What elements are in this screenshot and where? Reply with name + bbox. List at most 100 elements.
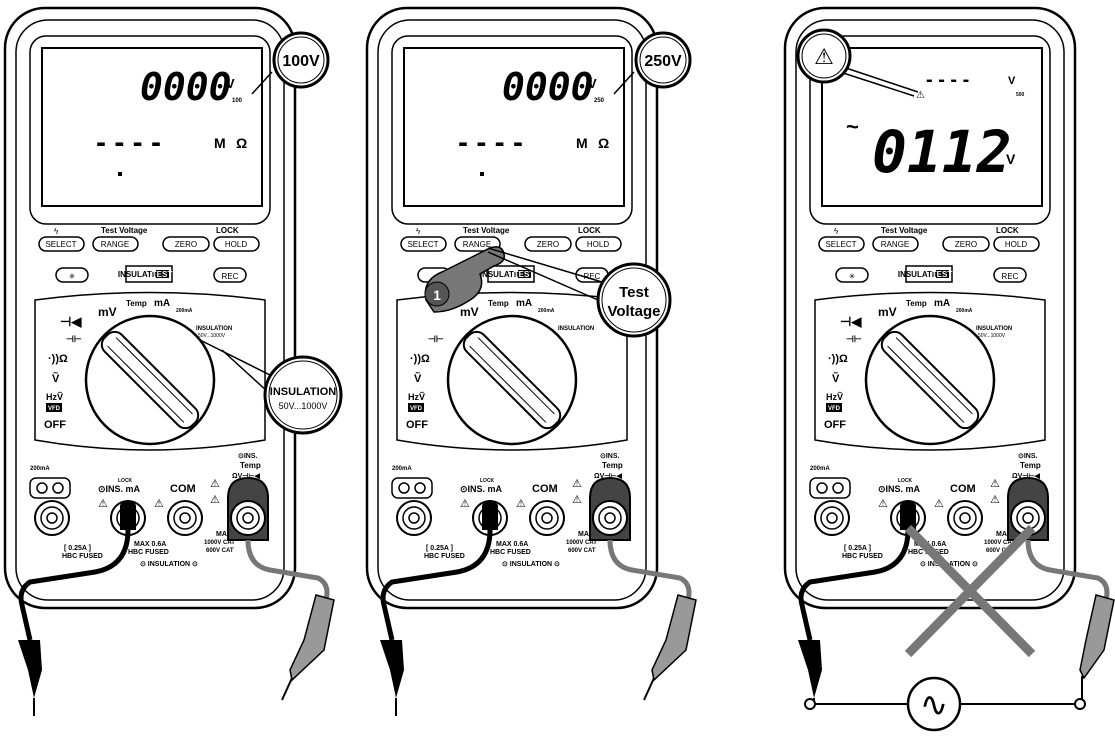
insulation-callout [263,355,343,435]
jack-lock-label: LOCK [118,478,133,484]
jack-ins-ma-label: ⊙INS. mA [878,484,921,494]
select-button[interactable] [400,236,447,252]
dial-pointer [100,330,200,430]
dial-ma-range: 200mA [538,308,555,314]
grey-probe[interactable] [651,594,697,682]
zero-button[interactable] [524,236,572,252]
warning-icon: ⚠ [460,498,470,510]
zero-button[interactable] [162,236,210,252]
meter-2: 0000 V 250 - - - - M Ω 250V ϟ Test Volta… [365,6,697,716]
dial-vfd-label: VFD [48,406,61,412]
jack-ins-ma-label: ⊙INS. mA [98,484,141,494]
dial-temp-label: Temp [126,299,147,308]
terminal [1074,698,1086,710]
black-probe[interactable] [798,640,822,698]
jack-ins-label: ⊙INS. [1018,453,1038,460]
main-reading: 0000 [502,65,594,109]
backlight-button[interactable] [55,267,89,283]
rec-button[interactable] [213,267,247,283]
black-lead [798,529,911,641]
black-probe[interactable] [18,640,42,698]
dial-hz-label: HzṼ [408,392,425,402]
button-panel: ϟ Test Voltage LOCK SELECT RANGE ZERO HO… [38,226,260,283]
jack-ohm-v-label: ΩV⊣⊢◀ [1012,472,1040,480]
jack-labels: 200mA LOCK ⊙INS. mA COM ⊙INS. Temp ΩV⊣⊢◀… [392,453,623,568]
rec-button[interactable] [993,267,1027,283]
insulation-test-label: INSULATION [118,270,167,279]
select-button[interactable] [38,236,85,252]
max-label: MAX [578,531,594,538]
second-unit: M [576,135,588,151]
jack-lock-label: LOCK [480,478,495,484]
max-v-label: 1000V CAT [204,540,235,546]
jack-ohm-v-label: ΩV⊣⊢◀ [594,472,622,480]
button-panel: ϟ Test Voltage LOCK SELECT RANGE ZERO HO… [400,226,622,283]
main-unit: V [1006,151,1016,167]
jack-temp-label: Temp [1020,461,1041,470]
test-voltage-label: Test Voltage [463,226,510,235]
dial-ma-label: mA [934,298,950,309]
hold-button[interactable] [993,236,1040,252]
jack-com[interactable] [529,500,565,536]
warning-icon: ⚠ [916,90,925,101]
jack-ma[interactable] [396,500,432,536]
terminal [804,698,816,710]
fuse-1b-label: HBC FUSED [424,553,465,560]
lcd-display [41,47,263,207]
black-probe[interactable] [380,640,404,698]
dial-ohm-label: ·))Ω [828,353,848,365]
jack-ma[interactable] [814,500,850,536]
warning-icon: ⚠ [990,494,1000,506]
jack-com[interactable] [167,500,203,536]
capacitor-icon: ⊣⊢ [846,334,862,344]
dial-insulation-label: INSULATION [196,326,232,332]
test-voltage-label: Test Voltage [101,226,148,235]
black-lead [18,529,131,641]
dial-insulation-range: 50V...1000V [978,333,1006,339]
top-unit: V [1008,75,1016,87]
zero-button[interactable] [942,236,990,252]
lock-label: LOCK [216,226,239,235]
range-button[interactable] [872,236,919,252]
jack-ma-label: 200mA [392,466,412,472]
warning-icon: ⚠ [210,494,220,506]
test-voltage-label: Test Voltage [881,226,928,235]
lightning-icon: ϟ [834,227,839,236]
second-unit: M [214,135,226,151]
insulation-callout-range: 50V...1000V [279,401,328,411]
dial-ohm-label: ·))Ω [410,353,430,365]
fuse-2b-label: HBC FUSED [490,549,531,556]
top-dashes: - - - - [926,69,969,91]
jack-ins-temp[interactable] [230,500,266,536]
backlight-button[interactable] [835,267,869,283]
hold-button[interactable] [213,236,260,252]
button-panel: ϟ Test Voltage LOCK SELECT RANGE ZERO HO… [818,226,1040,283]
dial-mv-label: mV [460,305,479,319]
dial-insulation-label: INSULATION [976,326,1012,332]
lightning-icon: ϟ [54,227,59,236]
second-reading: - - - - [458,126,523,159]
meter-1: 0000 V 100 - - - - M Ω 100V ϟ Test Volta… [3,6,343,716]
jack-ins-label: ⊙INS. [600,453,620,460]
zero-label: ZERO [537,240,559,249]
max-v2-label: 600V CAT [986,548,1014,554]
grey-probe[interactable] [1079,594,1115,680]
select-button[interactable] [818,236,865,252]
warning-icon: ⚠ [878,498,888,510]
test-label: TEST [932,270,953,279]
jack-ma[interactable] [34,500,70,536]
select-label: SELECT [825,240,856,249]
warning-icon: ⚠ [98,498,108,510]
jack-ins-ma-label: ⊙INS. mA [460,484,503,494]
max-v-label: 1000V CAT [984,540,1015,546]
jack-labels: 200mA LOCK ⊙INS. mA COM ⊙INS. Temp ΩV⊣⊢◀… [30,453,261,568]
fuse-2-label: MAX 0.6A [496,541,528,548]
select-label: SELECT [45,240,76,249]
jack-ins-temp[interactable] [592,500,628,536]
grey-probe[interactable] [289,594,335,682]
hold-button[interactable] [575,236,622,252]
dial-ma-range: 200mA [956,308,973,314]
range-button[interactable] [92,236,139,252]
jack-com[interactable] [947,500,983,536]
